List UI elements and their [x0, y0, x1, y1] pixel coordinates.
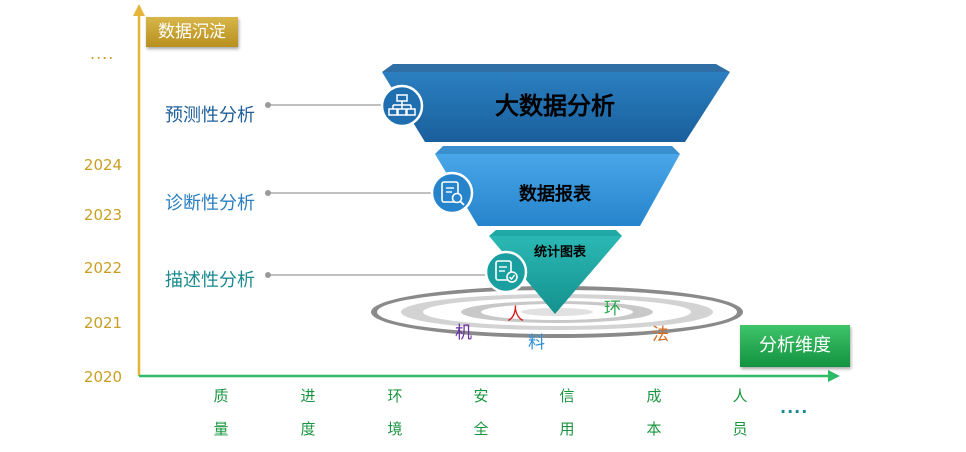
- ring-char-ji: 机: [455, 323, 472, 343]
- funnel-bottom-layer: [489, 230, 622, 314]
- predictive-analysis-label: 预测性分析: [165, 105, 255, 126]
- x-category-personnel: 人 员: [730, 380, 750, 446]
- x-category-char: 成: [646, 387, 662, 405]
- x-category-char: 安: [473, 387, 489, 405]
- x-category-safety: 安 全: [471, 380, 491, 446]
- x-category-char: 境: [387, 420, 403, 438]
- funnel-bottom-title: 统计图表: [533, 245, 586, 260]
- x-axis-ellipsis: ....: [780, 398, 809, 417]
- x-category-char: 度: [300, 420, 316, 438]
- ring-char-huan: 环: [604, 299, 621, 319]
- year-label: 2024: [83, 156, 123, 174]
- x-category-credit: 信 用: [557, 380, 577, 446]
- x-category-char: 环: [387, 387, 403, 405]
- funnel-top-layer: [382, 64, 730, 142]
- y-axis-label: 数据沉淀: [146, 17, 238, 47]
- x-category-char: 用: [559, 420, 575, 438]
- year-label: 2021: [83, 314, 123, 332]
- x-category-char: 信: [559, 387, 575, 405]
- x-axis-arrow: [828, 370, 840, 382]
- y-axis-ellipsis: ....: [90, 44, 115, 63]
- x-category-char: 员: [732, 420, 748, 438]
- x-category-char: 全: [473, 420, 489, 438]
- x-category-char: 质: [213, 387, 229, 405]
- ring-group: [371, 286, 743, 338]
- x-category-cost: 成 本: [644, 380, 664, 446]
- diagnostic-analysis-label: 诊断性分析: [165, 193, 255, 214]
- funnel-top-title: 大数据分析: [495, 92, 615, 120]
- funnel-middle-layer: [435, 146, 680, 226]
- x-category-environment: 环 境: [385, 380, 405, 446]
- descriptive-analysis-label: 描述性分析: [165, 270, 255, 291]
- year-label: 2022: [83, 259, 123, 277]
- checklist-icon: [484, 250, 528, 294]
- x-category-char: 量: [213, 420, 229, 438]
- ring-char-liao: 料: [528, 333, 545, 353]
- x-category-progress: 进 度: [298, 380, 318, 446]
- x-category-quality: 质 量: [211, 380, 231, 446]
- x-axis-label: 分析维度: [740, 325, 850, 367]
- funnel-middle-title: 数据报表: [519, 184, 591, 205]
- x-category-char: 进: [300, 387, 316, 405]
- x-category-char: 本: [646, 420, 662, 438]
- hierarchy-icon: [380, 84, 424, 128]
- x-category-char: 人: [732, 387, 748, 405]
- ring-char-ren: 人: [507, 305, 524, 325]
- ring-char-fa: 法: [652, 325, 669, 345]
- y-axis-arrow: [133, 4, 145, 16]
- report-search-icon: [430, 171, 474, 215]
- year-label: 2023: [83, 206, 123, 224]
- year-label: 2020: [83, 368, 123, 386]
